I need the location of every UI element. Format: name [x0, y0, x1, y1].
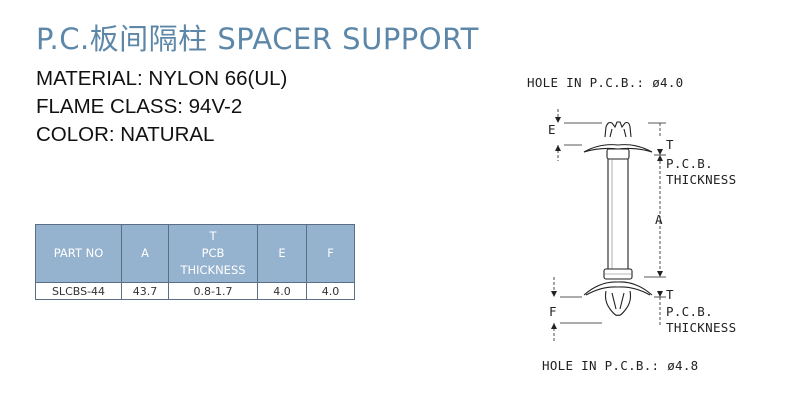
cell-part-no: SLCBS-44 [35, 282, 122, 300]
header-t-line1: T [209, 229, 217, 243]
header-t-line2: PCB [201, 246, 225, 260]
dim-t-bottom-label: T [666, 287, 674, 302]
dim-e-label: E [548, 122, 556, 137]
dim-f-label: F [549, 304, 557, 319]
page-title: P.C.板间隔柱 SPACER SUPPORT [36, 22, 479, 56]
table-header-row: PART NO A T PCB THICKNESS E F [35, 224, 355, 283]
spacer-drawing [551, 109, 666, 343]
header-e: E [257, 224, 307, 283]
header-a: A [121, 224, 169, 283]
cell-a: 43.7 [121, 282, 169, 300]
cell-e: 4.0 [257, 282, 307, 300]
header-part-no: PART NO [35, 224, 122, 283]
header-f: F [306, 224, 355, 283]
pcb-top-label: P.C.B. [666, 156, 713, 171]
pcb-bottom-label: P.C.B. [666, 304, 713, 319]
dim-a-label: A [655, 212, 663, 227]
top-collar [606, 148, 630, 160]
table-row: SLCBS-44 43.7 0.8-1.7 4.0 4.0 [35, 282, 355, 300]
bottom-snap [604, 290, 632, 316]
header-pcb-thickness: T PCB THICKNESS [168, 224, 258, 283]
spec-flame-class: FLAME CLASS: 94V-2 [36, 95, 243, 118]
top-snap-head [604, 121, 632, 138]
dim-t-top-label: T [666, 137, 674, 152]
hole-top-label: HOLE IN P.C.B.: ø4.0 [527, 75, 684, 90]
bottom-flange [583, 281, 653, 296]
spec-color: COLOR: NATURAL [36, 123, 215, 146]
spec-material: MATERIAL: NYLON 66(UL) [36, 67, 288, 90]
thickness-top-label: THICKNESS [666, 172, 737, 187]
spec-table: PART NO A T PCB THICKNESS E F SLCBS-44 4… [35, 224, 355, 300]
header-t-line3: THICKNESS [180, 263, 246, 277]
top-flange [583, 144, 653, 153]
cell-t: 0.8-1.7 [168, 282, 258, 300]
hole-bottom-label: HOLE IN P.C.B.: ø4.8 [542, 358, 699, 373]
thickness-bottom-label: THICKNESS [666, 320, 737, 335]
cell-f: 4.0 [306, 282, 355, 300]
